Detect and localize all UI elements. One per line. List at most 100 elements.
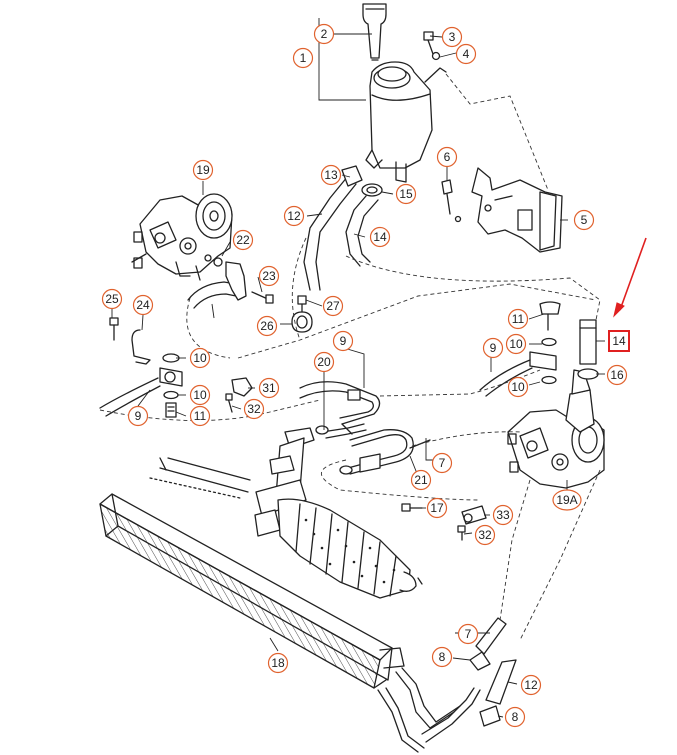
callout-label: 10 <box>509 337 523 351</box>
oil-cooler <box>99 493 461 753</box>
callout-marker <box>322 295 344 317</box>
callout-12b: 12 <box>520 674 542 696</box>
callout-label: 12 <box>287 209 301 223</box>
callout-14a: 14 <box>369 226 391 248</box>
callout-8a: 8 <box>431 646 453 668</box>
hose-left-outer <box>187 281 237 301</box>
clamp-33 <box>457 505 487 541</box>
callout-marker <box>189 405 211 427</box>
rack-boot-dots <box>304 518 396 584</box>
callout-marker <box>395 183 417 205</box>
callout-marker <box>243 398 265 420</box>
callout-10d: 10 <box>507 376 529 398</box>
hose-14-upper <box>345 183 383 267</box>
callout-marker <box>457 623 479 645</box>
callout-21: 21 <box>410 469 432 491</box>
fluid-reservoir <box>362 3 447 183</box>
callout-marker <box>369 226 391 248</box>
callout-marker <box>431 452 453 474</box>
callout-marker <box>520 674 542 696</box>
callout-22: 22 <box>232 229 254 251</box>
callout-label: 25 <box>105 292 119 306</box>
callout-marker <box>507 376 529 398</box>
callout-10a: 10 <box>189 347 211 369</box>
steering-pump-right <box>507 369 605 489</box>
callout-label: 13 <box>324 168 338 182</box>
callout-label: 21 <box>414 473 428 487</box>
callout-10c: 10 <box>505 333 527 355</box>
banjo-bolt-right <box>479 301 561 397</box>
callout-label: 8 <box>439 650 446 664</box>
callout-marker <box>431 646 453 668</box>
callout-label: 31 <box>262 381 276 395</box>
callout-10b: 10 <box>189 384 211 406</box>
callout-marker <box>258 377 280 399</box>
callout-marker <box>441 26 463 48</box>
callout-marker <box>292 47 314 69</box>
bolt-17 <box>401 503 423 512</box>
callout-12a: 12 <box>283 205 305 227</box>
callout-label: 10 <box>193 388 207 402</box>
callout-3: 3 <box>441 26 463 48</box>
steering-pump-left <box>131 193 233 281</box>
callout-label: 19 <box>196 163 210 177</box>
callout-marker <box>608 330 630 352</box>
callout-marker <box>606 364 628 386</box>
callout-label: 24 <box>136 298 150 312</box>
callout-marker <box>127 405 149 427</box>
callout-label: 10 <box>511 380 525 394</box>
callout-marker <box>410 469 432 491</box>
callout-label: 7 <box>465 627 472 641</box>
callout-marker <box>258 265 280 287</box>
callout-marker <box>320 164 342 186</box>
callout-marker <box>313 351 335 373</box>
return-pipe-21 <box>339 429 414 475</box>
callout-32a: 32 <box>243 398 265 420</box>
bolt-23 <box>251 291 274 304</box>
callout-23: 23 <box>258 265 280 287</box>
callout-label: 8 <box>512 710 519 724</box>
callout-label: 11 <box>512 312 525 326</box>
callout-7a: 7 <box>431 452 453 474</box>
callout-33: 33 <box>492 504 514 526</box>
callout-marker <box>256 315 278 337</box>
callout-label: 12 <box>524 678 538 692</box>
callout-15: 15 <box>395 183 417 205</box>
steering-rack <box>254 427 423 599</box>
callout-marker <box>283 205 305 227</box>
callout-label: 19A <box>556 493 577 507</box>
callout-9c: 9 <box>482 337 504 359</box>
callout-13: 13 <box>320 164 342 186</box>
hose-left-inner <box>193 293 237 309</box>
callout-label: 33 <box>496 508 510 522</box>
callout-marker <box>332 330 354 352</box>
callout-label: 18 <box>271 656 285 670</box>
callout-marker <box>482 337 504 359</box>
callout-label: 1 <box>300 51 307 65</box>
callout-label: 7 <box>439 456 446 470</box>
callout-25: 25 <box>101 288 123 310</box>
callout-24: 24 <box>132 294 154 316</box>
callout-19A: 19A <box>552 489 582 511</box>
callout-18: 18 <box>267 652 289 674</box>
rack-tie-rod-left <box>159 457 251 493</box>
bolt-25 <box>109 317 119 341</box>
callout-26: 26 <box>256 315 278 337</box>
callout-marker <box>507 308 529 330</box>
component-drawing <box>99 3 605 753</box>
callout-6: 6 <box>436 146 458 168</box>
callout-label: 2 <box>321 27 328 41</box>
callout-label: 22 <box>236 233 250 247</box>
highlight-arrow <box>613 237 647 318</box>
callout-7b: 7 <box>457 623 479 645</box>
return-hose-7 <box>421 617 517 743</box>
callout-marker <box>189 347 211 369</box>
callout-label: 26 <box>260 319 274 333</box>
callout-marker <box>189 384 211 406</box>
callout-label: 20 <box>317 355 331 369</box>
callout-16: 16 <box>606 364 628 386</box>
washer-22b <box>204 254 212 262</box>
